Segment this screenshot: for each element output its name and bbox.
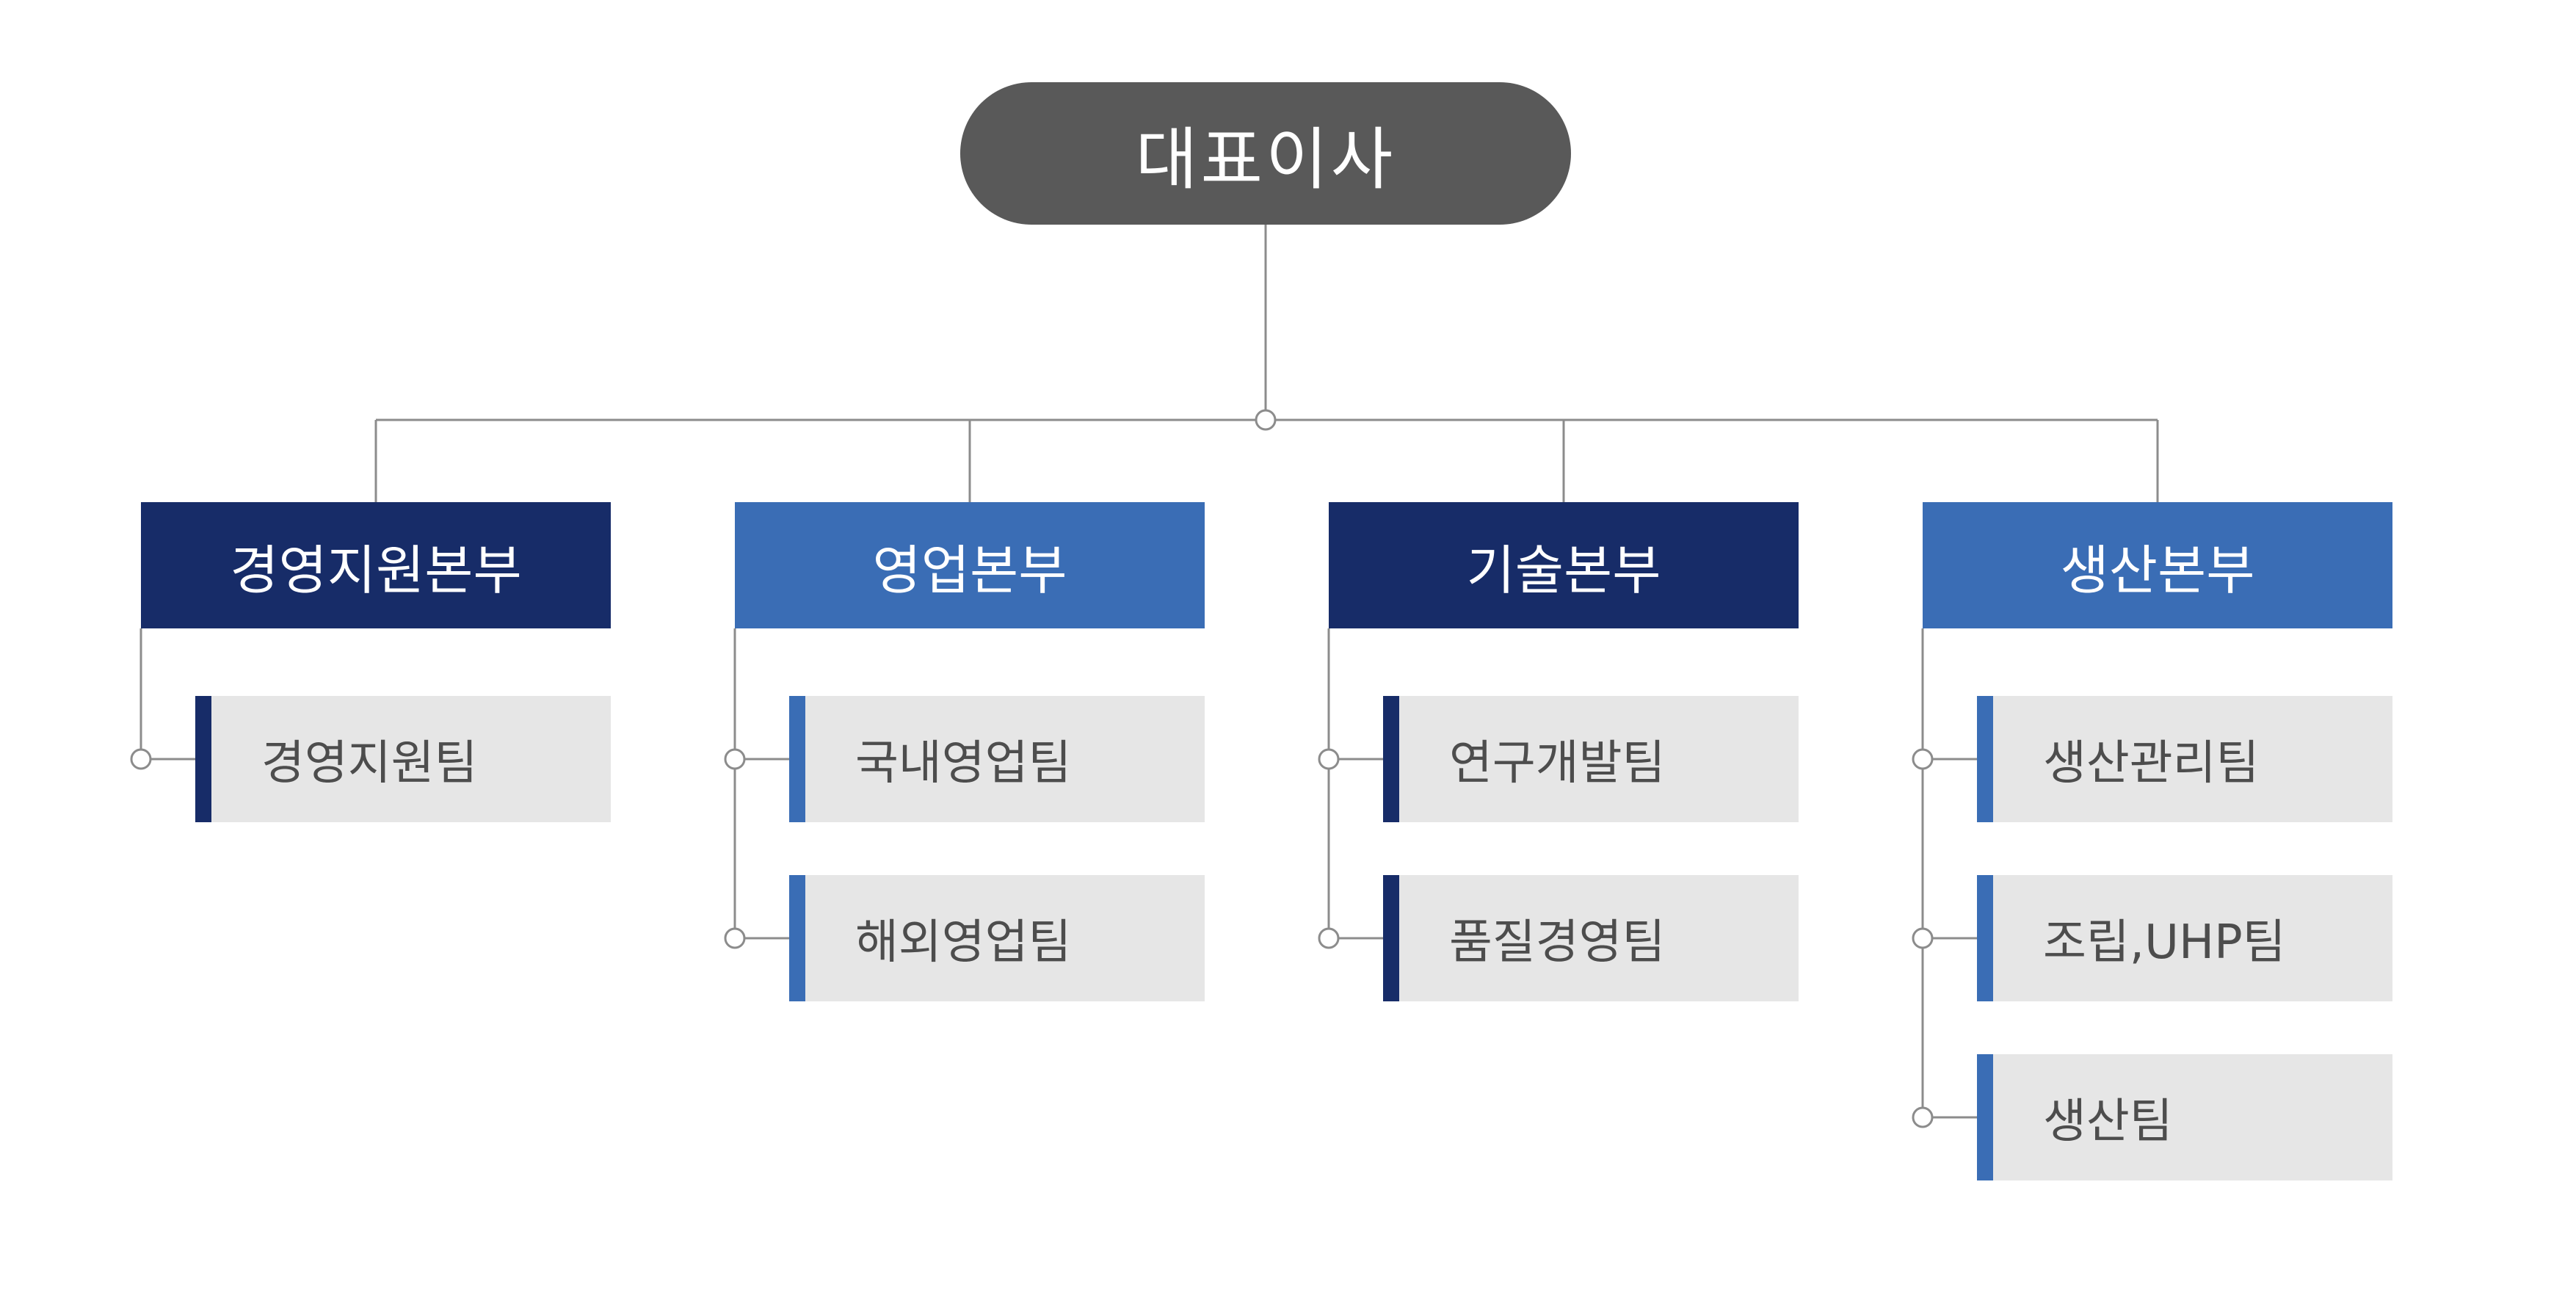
dept-label: 경영지원본부 bbox=[230, 539, 522, 601]
bus-junction-dot bbox=[1255, 409, 1277, 431]
team-accent-bar bbox=[1977, 875, 1993, 1001]
dept-node: 기술본부 bbox=[1329, 502, 1799, 628]
team-node-dot bbox=[130, 748, 152, 770]
team-accent-bar bbox=[1383, 875, 1399, 1001]
team-node-dot bbox=[1912, 927, 1934, 949]
team-node: 생산관리팀 bbox=[1977, 696, 2392, 822]
team-node: 연구개발팀 bbox=[1383, 696, 1799, 822]
team-label: 생산팀 bbox=[2043, 1095, 2173, 1149]
team-node-dot bbox=[1912, 748, 1934, 770]
team-node-dot bbox=[1318, 927, 1340, 949]
team-node-dot bbox=[724, 927, 746, 949]
team-node: 생산팀 bbox=[1977, 1054, 2392, 1180]
team-node-dot bbox=[1318, 748, 1340, 770]
dept-node: 경영지원본부 bbox=[141, 502, 611, 628]
team-node-dot bbox=[1912, 1106, 1934, 1128]
dept-label: 영업본부 bbox=[872, 539, 1067, 601]
ceo-label: 대표이사 bbox=[1135, 120, 1396, 199]
ceo-node: 대표이사 bbox=[960, 82, 1571, 225]
team-label: 연구개발팀 bbox=[1449, 736, 1666, 791]
team-accent-bar bbox=[1383, 696, 1399, 822]
team-node: 경영지원팀 bbox=[195, 696, 611, 822]
team-node: 국내영업팀 bbox=[789, 696, 1205, 822]
team-accent-bar bbox=[1977, 696, 1993, 822]
team-node: 조립,UHP팀 bbox=[1977, 875, 2392, 1001]
team-node-dot bbox=[724, 748, 746, 770]
dept-node: 생산본부 bbox=[1923, 502, 2392, 628]
team-label: 품질경영팀 bbox=[1449, 915, 1666, 970]
team-node: 해외영업팀 bbox=[789, 875, 1205, 1001]
team-label: 경영지원팀 bbox=[261, 736, 478, 791]
team-accent-bar bbox=[195, 696, 211, 822]
team-accent-bar bbox=[789, 696, 805, 822]
team-label: 국내영업팀 bbox=[855, 736, 1072, 791]
team-node: 품질경영팀 bbox=[1383, 875, 1799, 1001]
team-accent-bar bbox=[1977, 1054, 1993, 1180]
dept-label: 생산본부 bbox=[2060, 539, 2255, 601]
dept-label: 기술본부 bbox=[1466, 539, 1661, 601]
dept-node: 영업본부 bbox=[735, 502, 1205, 628]
team-label: 조립,UHP팀 bbox=[2043, 915, 2286, 970]
team-accent-bar bbox=[789, 875, 805, 1001]
team-label: 해외영업팀 bbox=[855, 915, 1072, 970]
team-label: 생산관리팀 bbox=[2043, 736, 2260, 791]
